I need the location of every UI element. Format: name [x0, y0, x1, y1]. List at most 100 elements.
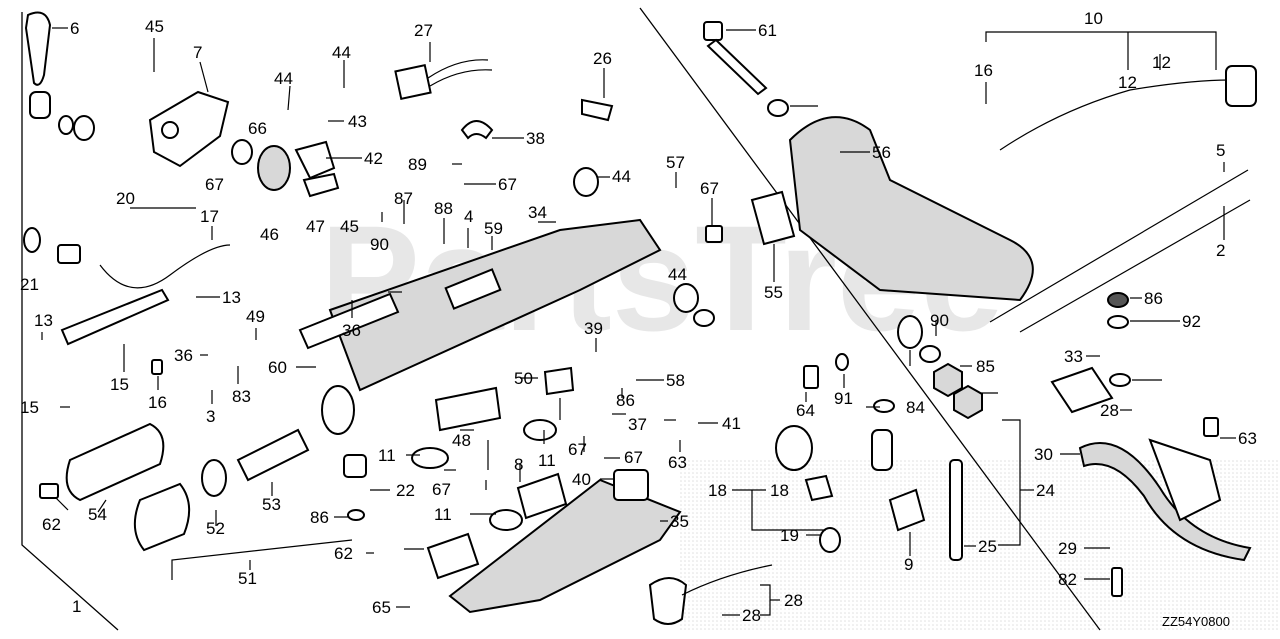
callout-19: 20: [116, 189, 135, 208]
callout-67-d: 67: [624, 448, 643, 467]
callout-45-mid: 45: [340, 217, 359, 236]
callout-42: 44: [332, 43, 351, 62]
callout-54: 54: [88, 505, 107, 524]
callout-58: 58: [666, 371, 685, 390]
callout-67-c: 67: [568, 440, 587, 459]
callout-17: 18: [708, 481, 727, 500]
callout-15-b: 16: [148, 393, 167, 412]
callout-56: 56: [872, 143, 891, 162]
assembly-frame-left: [21, 12, 119, 631]
callout-44-mid: 44: [668, 265, 687, 284]
callout-74: 86: [1144, 289, 1163, 308]
callout-35: 36: [342, 321, 361, 340]
callout-26: 28: [784, 591, 803, 610]
callout-67-b: 67: [205, 175, 224, 194]
callout-63-left: 62: [42, 515, 61, 534]
callout-3: 3: [206, 407, 215, 426]
callout-67-a: 66: [248, 119, 267, 138]
callout-60: 60: [268, 358, 287, 377]
callout-51: 51: [238, 569, 257, 588]
callout-38: 40: [572, 470, 591, 489]
callout-55: 55: [764, 283, 783, 302]
callout-leaders: [41, 27, 1236, 616]
callout-25: 27: [414, 21, 433, 40]
callout-68: 67: [498, 175, 517, 194]
callout-36: 39: [584, 319, 603, 338]
callout-80: 91: [834, 389, 853, 408]
callout-64: 63: [668, 453, 687, 472]
callout-66: 65: [372, 598, 391, 617]
callout-37: 38: [526, 129, 545, 148]
callout-65: 64: [796, 401, 815, 420]
callout-75: 86: [310, 508, 329, 527]
callout-numbers: 6 45 7 66 67 46 47 45 42 43 44 44 27 38 …: [20, 9, 1257, 629]
callout-12-a: 12: [1118, 73, 1137, 92]
callout-49: 49: [246, 307, 265, 326]
callout-14: 15: [110, 375, 129, 394]
callout-4: 4: [464, 207, 473, 226]
callout-24: 26: [593, 49, 612, 68]
callout-21: 22: [396, 481, 415, 500]
callout-50: 50: [514, 369, 533, 388]
callout-76: 86: [616, 391, 635, 410]
callout-1: 1: [72, 597, 81, 616]
callout-18-a: 18: [770, 481, 789, 500]
callout-20: 21: [20, 275, 39, 294]
callout-30: 33: [1064, 347, 1083, 366]
callout-10: 10: [1084, 9, 1103, 28]
callout-44-top: 44: [612, 167, 631, 186]
callout-2: 2: [1216, 241, 1225, 260]
callout-85: 90: [370, 235, 389, 254]
callout-33: 36: [174, 346, 193, 365]
callout-5: 5: [1216, 141, 1225, 160]
callout-28-top: 28: [1100, 401, 1119, 420]
callout-15-a: 15: [20, 398, 39, 417]
callout-23: 25: [978, 537, 997, 556]
callout-70: 82: [1058, 570, 1077, 589]
callout-12-b: 12: [1152, 53, 1171, 72]
callout-27: 28: [742, 606, 761, 625]
part-graphics: [23, 11, 1257, 625]
callout-79: 90: [930, 311, 949, 330]
callout-61: 61: [758, 21, 777, 40]
callout-81: 92: [1182, 312, 1201, 331]
callout-13-b: 13: [34, 311, 53, 330]
callout-67-e: 67: [432, 480, 451, 499]
callout-57: 57: [666, 153, 685, 172]
callout-77-a: 87: [394, 189, 413, 208]
callout-59: 59: [484, 219, 503, 238]
callout-39: 41: [722, 414, 741, 433]
callout-7: 7: [193, 43, 202, 62]
callout-8: 8: [514, 455, 523, 474]
callout-9: 9: [904, 555, 913, 574]
callout-46: 46: [260, 225, 279, 244]
callout-6: 6: [70, 19, 79, 38]
callout-77-b: 88: [434, 199, 453, 218]
callout-69: 67: [700, 179, 719, 198]
callout-11-c: 11: [434, 505, 452, 524]
callout-62: 62: [334, 544, 353, 563]
callout-41: 43: [348, 112, 367, 131]
callout-48: 48: [452, 431, 471, 450]
callout-45-top: 45: [145, 17, 164, 36]
callout-11-a: 11: [378, 446, 396, 465]
diagram-code: ZZ54Y0800: [1162, 614, 1230, 629]
callout-22: 24: [1036, 481, 1055, 500]
callout-43: 44: [274, 69, 293, 88]
callout-63-right: 63: [1238, 429, 1257, 448]
callout-78: 89: [408, 155, 427, 174]
callout-52: 52: [206, 519, 225, 538]
callout-32: 35: [670, 512, 689, 531]
callout-73: 85: [976, 357, 995, 376]
callout-40: 42: [364, 149, 383, 168]
callout-31: 34: [528, 203, 547, 222]
callout-72: 84: [906, 398, 925, 417]
assembly-frame-diagonal: [639, 7, 1101, 631]
callout-11-b: 11: [538, 451, 556, 470]
callout-18-b: 19: [780, 526, 799, 545]
callout-34: 37: [628, 415, 647, 434]
callout-16-left: 17: [200, 207, 219, 226]
callout-29: 30: [1034, 445, 1053, 464]
callout-28-bottom: 29: [1058, 539, 1077, 558]
